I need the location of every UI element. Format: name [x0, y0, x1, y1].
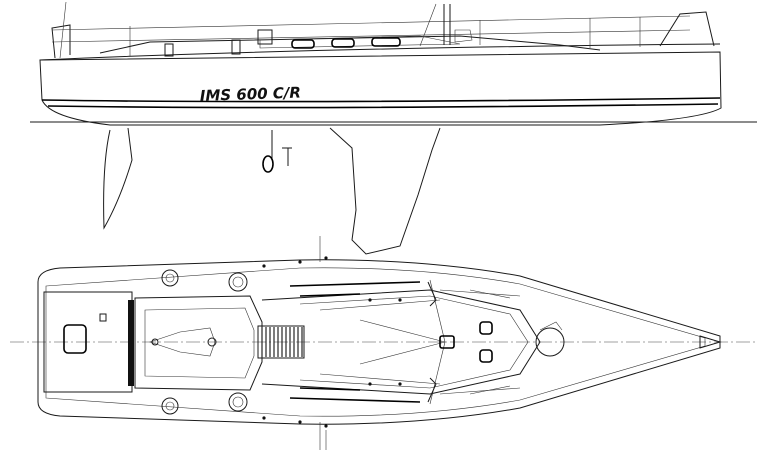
steering-lines [149, 327, 216, 357]
helm-pedestal [207, 337, 217, 347]
stanchion-bases [319, 236, 327, 450]
bow-pulpit [659, 11, 715, 47]
chainplate-stbd [427, 377, 437, 403]
deck-fittings [262, 256, 402, 428]
hatch-garage [257, 29, 273, 45]
winch-stbd-fwd [228, 392, 248, 412]
mast-step [439, 335, 455, 349]
boot-stripe [41, 97, 721, 103]
rudder [103, 127, 133, 230]
hull-side [39, 51, 722, 126]
winch-port-aft [161, 269, 179, 287]
coachroof-plan-inner [299, 295, 529, 389]
stern-pulpit [51, 24, 71, 59]
winch [164, 43, 174, 57]
chainplate-port [427, 281, 437, 307]
boot-stripe-lower [47, 103, 719, 109]
hull-name-label: IMS 600 C/R [200, 83, 302, 105]
cockpit-well [134, 295, 263, 391]
locker-handle [99, 313, 107, 322]
winch-port-fwd [228, 272, 248, 292]
portlight [371, 37, 401, 47]
lifeline-lower [51, 29, 691, 43]
winch-stbd-aft-drum [165, 401, 175, 411]
genoa-track-port [289, 281, 421, 287]
coachroof-plan [261, 289, 541, 395]
transom-hatch [63, 324, 87, 354]
fwd-hatch-stbd [479, 349, 493, 363]
jib-track-port [299, 293, 361, 297]
portlight [291, 39, 315, 49]
winch-stbd-fwd-drum [232, 396, 244, 408]
deck-plan [10, 236, 757, 450]
winch-stbd-aft [161, 397, 179, 415]
block [151, 338, 159, 346]
coachroof-side [259, 35, 461, 49]
keel-fin [329, 127, 441, 255]
portlight [331, 38, 355, 48]
side-profile: IMS 600 C/R [30, 1, 757, 255]
jib-track-stbd [299, 387, 361, 391]
fwd-hatch-port [479, 321, 493, 335]
winch-port-aft-drum [165, 273, 175, 283]
running-rigging [319, 279, 521, 405]
cockpit-inner [144, 307, 255, 379]
foredeck-hatch-hinge [539, 321, 563, 331]
bow-roller [699, 335, 722, 349]
propeller [262, 130, 292, 173]
deck-hull-outline [37, 259, 721, 425]
winch-port-fwd-drum [232, 276, 244, 288]
hatch-forward [454, 29, 473, 43]
shroud [419, 3, 437, 47]
winch [231, 39, 241, 55]
mainsheet-traveller [128, 300, 134, 386]
foredeck-hatch [535, 327, 565, 357]
lifeline [51, 15, 691, 31]
companionway-hatch [257, 325, 305, 359]
backstay [59, 1, 67, 59]
coachroof [99, 35, 601, 54]
genoa-track-stbd [289, 397, 421, 403]
sheer-line [39, 43, 721, 61]
